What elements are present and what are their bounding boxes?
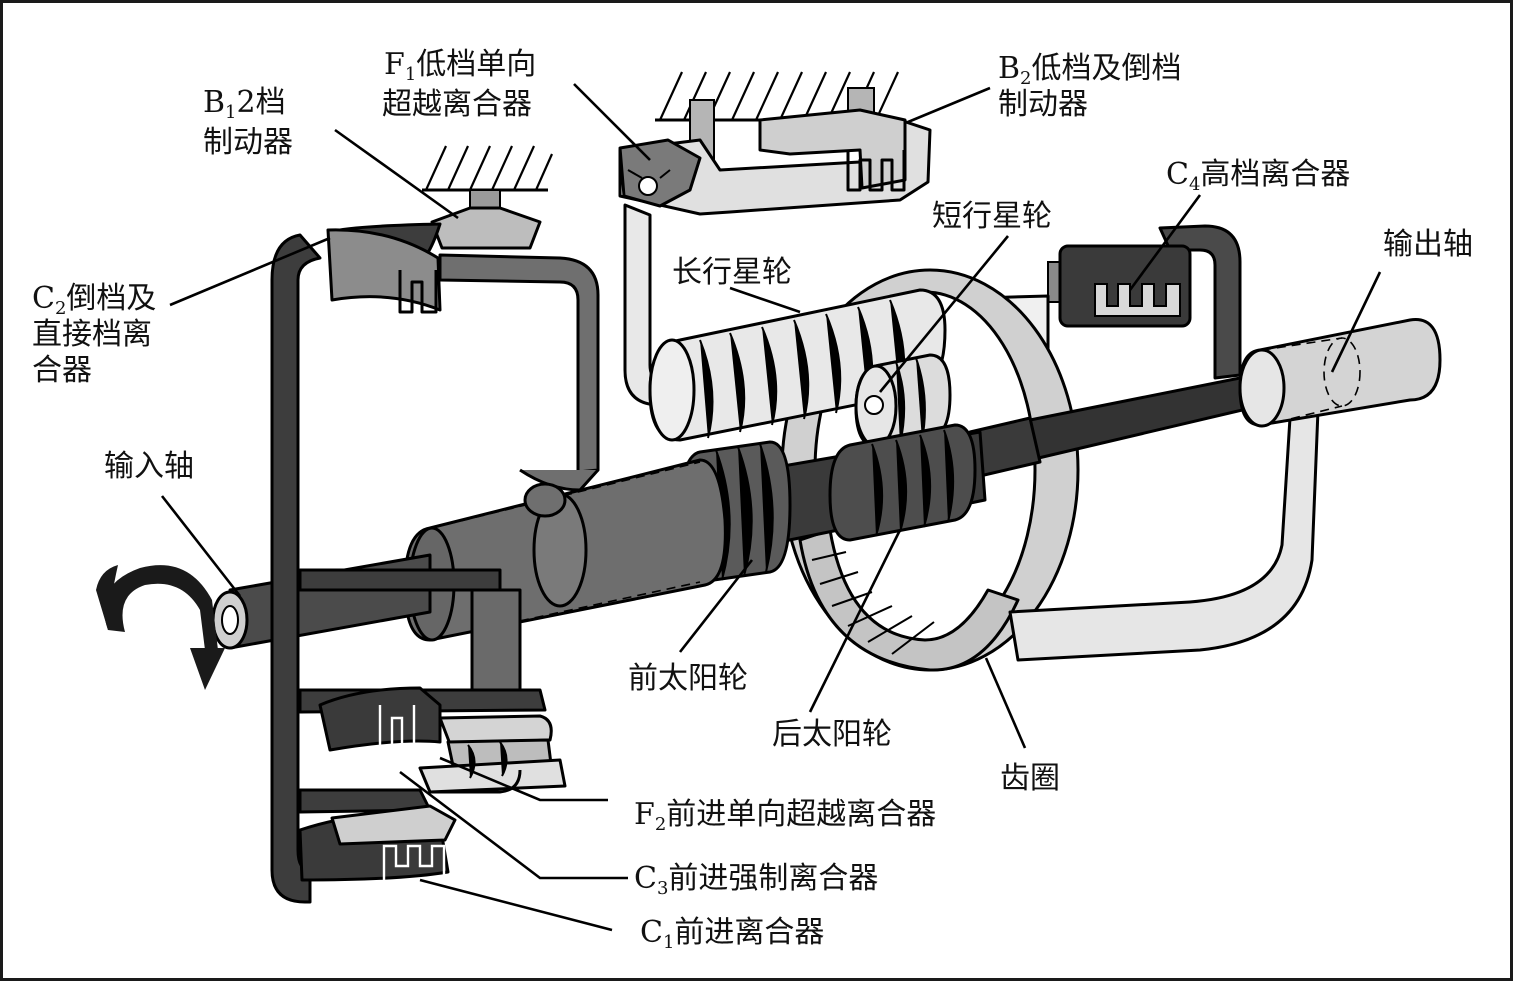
label-c2: C2倒档及 [32, 281, 156, 319]
c1-clutch-pack [298, 804, 457, 882]
forward-drum-link [430, 769, 522, 794]
label-ring-gear: 齿圈 [1000, 761, 1060, 796]
label-rear-sun: 后太阳轮 [772, 717, 892, 752]
leader-lines [160, 83, 1382, 932]
central-shaft [211, 416, 1042, 650]
rotation-arrowhead-icon [190, 648, 225, 690]
label-output-shaft: 输出轴 [1383, 227, 1473, 262]
labels: F1低档单向 超越离合器 B12档 制动器 B2低档及倒档 制动器 C4高档离合… [32, 47, 1473, 953]
label-b2: B2低档及倒档 [998, 51, 1182, 89]
label-f1: F1低档单向 [384, 47, 536, 85]
c4-high-clutch [1047, 224, 1242, 380]
f2-oneway-clutch [418, 714, 567, 794]
label-short-planet: 短行星轮 [932, 199, 1052, 234]
label-c3: C3前进强制离合器 [634, 861, 878, 899]
c2-clutch-pack [326, 228, 442, 314]
label-c2-line2: 直接档离 [32, 317, 152, 352]
label-b2-line2: 制动器 [998, 87, 1088, 122]
label-long-planet: 长行星轮 [672, 255, 792, 290]
rotation-arrow-icon [104, 565, 218, 650]
label-c2-line3: 合器 [32, 353, 92, 388]
c3-clutch-pack [318, 686, 442, 752]
b2-brake-assembly [618, 108, 932, 216]
label-b1: B12档 [203, 85, 286, 123]
long-planet-gear [648, 288, 947, 442]
f1-oneway-clutch [618, 138, 702, 208]
label-front-sun: 前太阳轮 [628, 661, 748, 696]
label-b1-line2: 制动器 [203, 125, 293, 160]
label-f1-line2: 超越离合器 [382, 87, 532, 122]
label-f2: F2前进单向超越离合器 [634, 797, 936, 835]
label-c4: C4高档离合器 [1166, 157, 1350, 195]
label-input-shaft: 输入轴 [104, 449, 194, 484]
label-c1: C1前进离合器 [640, 915, 824, 953]
housing-ground-b1 [422, 145, 554, 250]
